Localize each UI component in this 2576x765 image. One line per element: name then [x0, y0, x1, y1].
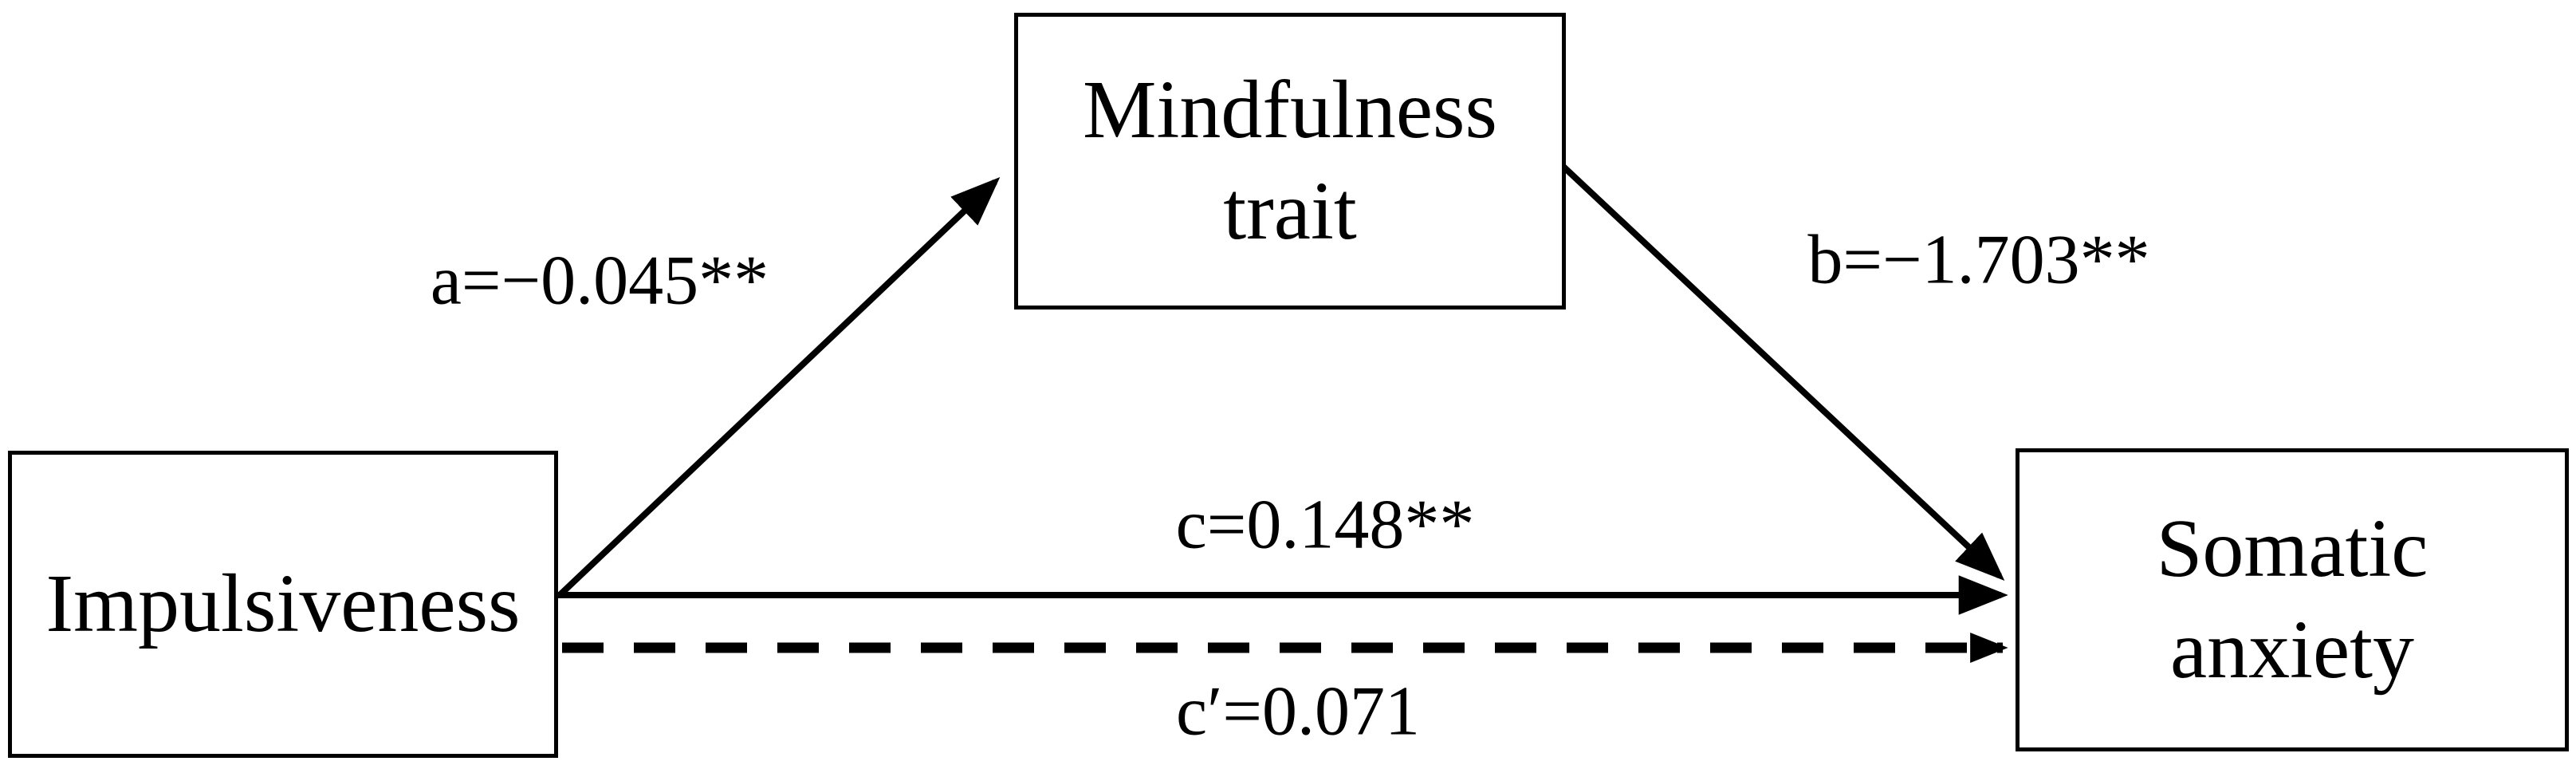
- path-a-label: a=−0.045**: [430, 242, 769, 320]
- path-a-arrow: [557, 177, 1001, 597]
- outcome-box-label-line1: Somatic: [2156, 503, 2429, 595]
- path-b-arrow: [1560, 164, 2005, 581]
- mediator-box: Mindfulness trait: [1014, 13, 1566, 310]
- mediator-box-label-line2: trait: [1223, 165, 1357, 257]
- predictor-box: Impulsiveness: [8, 451, 558, 758]
- predictor-box-label: Impulsiveness: [45, 558, 521, 650]
- outcome-box: Somatic anxiety: [2016, 448, 2569, 751]
- path-b-label: b=−1.703**: [1807, 221, 2150, 299]
- mediator-box-label-line1: Mindfulness: [1083, 64, 1497, 156]
- path-c-label: c=0.148**: [1175, 486, 1475, 564]
- path-c-prime-label: c′=0.071: [1176, 672, 1420, 751]
- outcome-box-label-line2: anxiety: [2169, 604, 2415, 696]
